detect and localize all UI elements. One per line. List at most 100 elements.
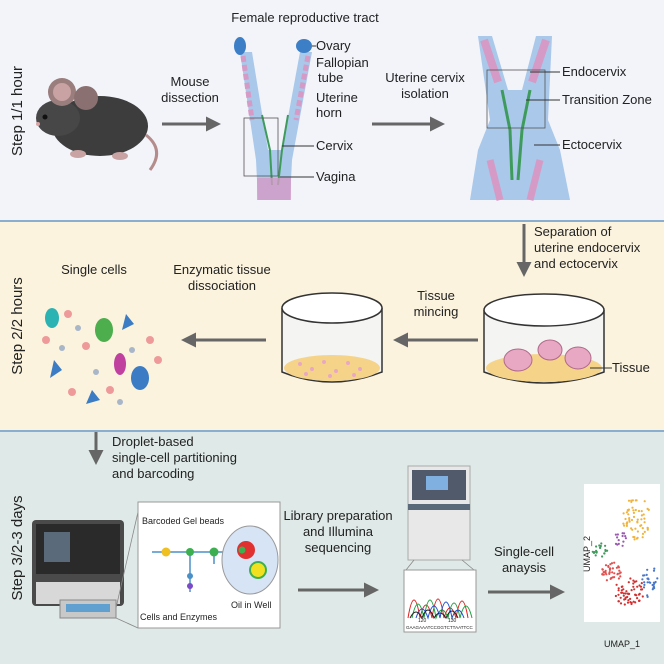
umap-point bbox=[602, 571, 605, 574]
cells-enzymes-label: Cells and Enzymes bbox=[140, 612, 218, 622]
umap-point bbox=[641, 532, 645, 535]
umap-point bbox=[625, 511, 629, 514]
umap-point bbox=[636, 585, 639, 588]
umap-point bbox=[628, 517, 631, 520]
library-line2: and Illumina bbox=[303, 524, 374, 539]
umap-point bbox=[633, 588, 636, 591]
umap-point bbox=[616, 572, 619, 575]
umap-point bbox=[616, 533, 620, 536]
umap-point bbox=[601, 573, 604, 576]
droplet-line3: and barcoding bbox=[112, 466, 194, 481]
umap-point bbox=[621, 585, 624, 588]
umap-point bbox=[627, 499, 631, 502]
umap-point bbox=[646, 568, 649, 571]
umap-point bbox=[617, 577, 621, 580]
umap-point bbox=[643, 500, 646, 503]
step1-label: Step 1/1 hour bbox=[9, 66, 26, 156]
step1-canvas: Step 1/1 hour Mouse dissection Female re… bbox=[9, 10, 652, 201]
umap-point bbox=[642, 586, 646, 589]
droplet-line1: Droplet-based bbox=[112, 434, 194, 449]
single-cells-title: Single cells bbox=[61, 262, 127, 277]
umap-point bbox=[620, 591, 623, 594]
cervix-zoom-diagram bbox=[470, 36, 570, 201]
umap-point bbox=[646, 594, 649, 597]
umap-point bbox=[653, 587, 656, 590]
separation-line2: uterine endocervix bbox=[534, 240, 641, 255]
reproductive-tract-diagram bbox=[234, 37, 312, 200]
umap-point bbox=[617, 565, 620, 568]
umap-point bbox=[643, 521, 646, 524]
umap-point bbox=[632, 585, 635, 588]
umap-point bbox=[632, 509, 635, 512]
umap-point bbox=[610, 562, 614, 565]
umap-point bbox=[624, 597, 627, 601]
umap-point bbox=[601, 555, 604, 558]
label-transition-zone: Transition Zone bbox=[562, 92, 652, 107]
umap-point bbox=[594, 554, 597, 557]
umap-point bbox=[605, 573, 608, 576]
label-endocervix: Endocervix bbox=[562, 64, 627, 79]
umap-point bbox=[653, 567, 656, 570]
umap-point bbox=[599, 546, 602, 549]
umap-point bbox=[623, 524, 626, 527]
umap-point bbox=[595, 551, 598, 554]
chromium-controller-icon bbox=[32, 520, 124, 619]
oil-in-well-label: Oil in Well bbox=[231, 600, 271, 610]
petri-dish-tissue-icon bbox=[483, 293, 605, 384]
library-line1: Library preparation bbox=[283, 508, 392, 523]
umap-point bbox=[614, 533, 618, 536]
label-fallopian-1: Fallopian bbox=[316, 55, 369, 70]
umap-point bbox=[617, 587, 620, 590]
umap-point bbox=[625, 590, 628, 593]
umap-point bbox=[619, 596, 622, 599]
arrow1-line2: dissection bbox=[161, 90, 219, 105]
umap-point bbox=[632, 582, 635, 585]
chromatogram-inset bbox=[403, 569, 477, 633]
umap-point bbox=[592, 551, 596, 554]
seq-bases: GAAGAAATCCGGTCTTAATTCC bbox=[406, 625, 474, 630]
umap-point bbox=[636, 597, 639, 600]
umap-point bbox=[606, 549, 609, 552]
umap-point bbox=[622, 594, 625, 597]
umap-point bbox=[601, 568, 604, 571]
umap-point bbox=[622, 588, 625, 591]
analysis-line2: anaysis bbox=[502, 560, 547, 575]
umap-point bbox=[626, 595, 629, 599]
umap-point bbox=[611, 571, 614, 574]
single-cells-icon bbox=[42, 308, 162, 405]
umap-point bbox=[652, 569, 656, 572]
enzymatic-line2: dissociation bbox=[188, 278, 256, 293]
umap-point bbox=[642, 574, 645, 577]
umap-point bbox=[634, 593, 637, 596]
umap-point bbox=[603, 552, 606, 555]
umap-point bbox=[641, 588, 644, 591]
umap-point bbox=[631, 528, 634, 531]
step3-label: Step 3/2-3 days bbox=[9, 495, 26, 600]
umap-point bbox=[631, 506, 634, 509]
umap-point bbox=[640, 514, 644, 517]
step2-canvas: Step 2/2 hours Separation of uterine end… bbox=[9, 224, 650, 405]
library-line3: sequencing bbox=[305, 540, 372, 555]
umap-point bbox=[633, 580, 637, 583]
umap-point bbox=[636, 536, 639, 539]
umap-point bbox=[630, 518, 634, 522]
step2-label: Step 2/2 hours bbox=[9, 277, 26, 375]
umap-point bbox=[626, 601, 630, 604]
umap-point bbox=[622, 592, 625, 595]
label-fallopian-2: tube bbox=[318, 70, 343, 85]
seq-tick-120: 120 bbox=[418, 618, 427, 624]
umap-point bbox=[643, 530, 646, 533]
step3-canvas: Step 3/2-3 days Droplet-based single-cel… bbox=[9, 432, 660, 649]
umap-point bbox=[618, 572, 621, 575]
enzymatic-line1: Enzymatic tissue bbox=[173, 262, 271, 277]
umap-point bbox=[617, 600, 621, 603]
label-cervix: Cervix bbox=[316, 138, 353, 153]
umap-point bbox=[624, 517, 627, 521]
umap-point bbox=[611, 567, 615, 570]
umap-point bbox=[630, 589, 633, 592]
umap-point bbox=[623, 603, 626, 606]
umap-point bbox=[609, 563, 612, 566]
umap-point bbox=[625, 524, 629, 527]
umap-point bbox=[604, 570, 607, 573]
umap-point bbox=[605, 579, 609, 582]
